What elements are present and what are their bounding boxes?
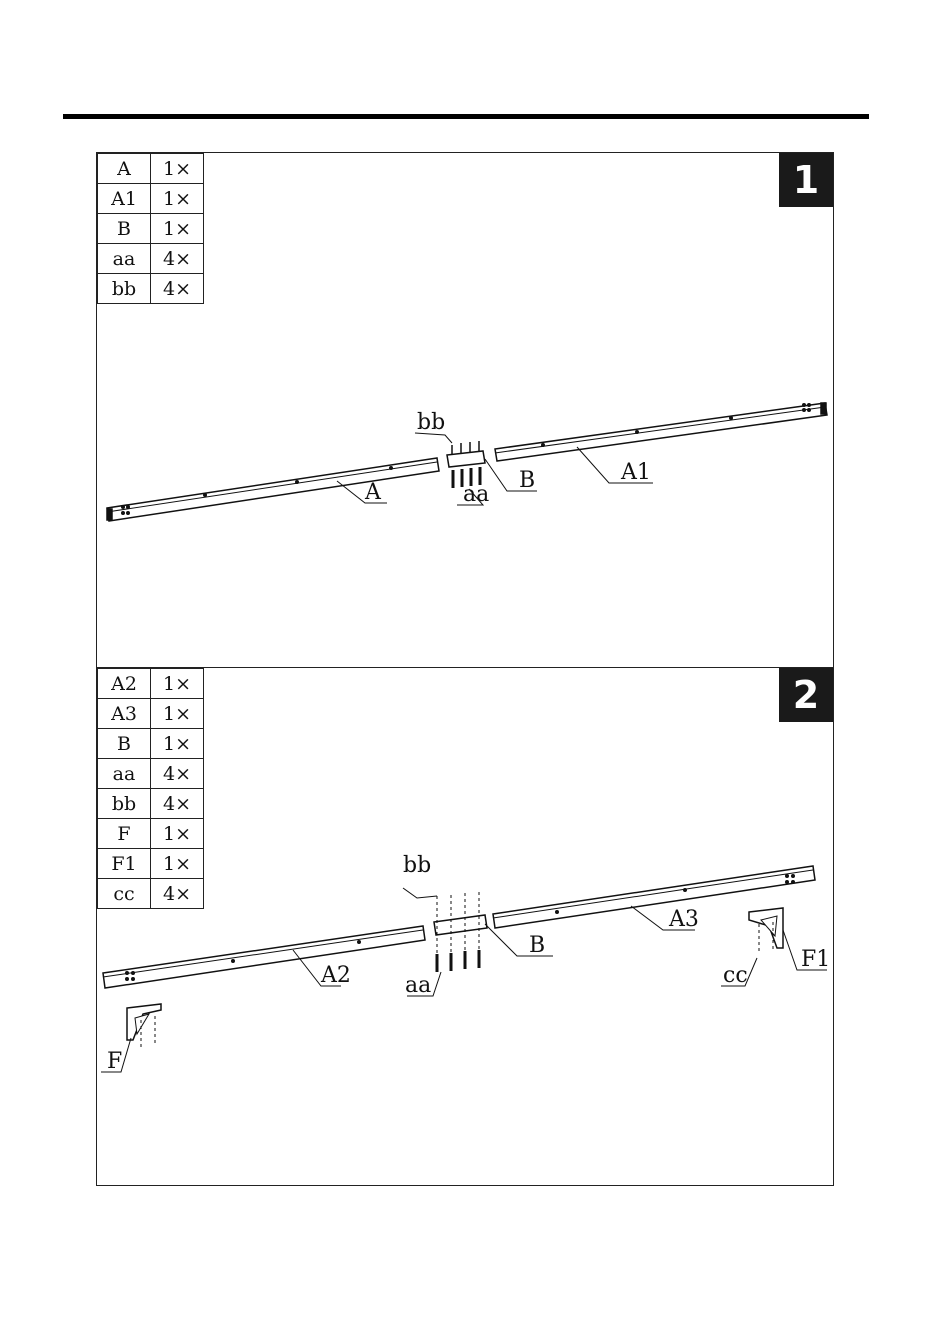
header-rule bbox=[63, 114, 869, 119]
callout-bb: bb bbox=[417, 410, 445, 435]
callout-aa: aa bbox=[405, 973, 431, 998]
callout-f1: F1 bbox=[801, 947, 830, 972]
callout-bb: bb bbox=[403, 853, 431, 878]
rail-a1 bbox=[495, 403, 827, 461]
callout-cc: cc bbox=[723, 963, 748, 988]
callout-a1: A1 bbox=[620, 460, 651, 485]
callout-a3: A3 bbox=[668, 907, 699, 932]
callout-a: A bbox=[364, 480, 382, 505]
callout-b: B bbox=[519, 468, 535, 493]
bracket-f bbox=[127, 1004, 161, 1040]
callout-f: F bbox=[107, 1049, 122, 1074]
callout-aa: aa bbox=[463, 482, 489, 507]
step-2-assembly-diagram: bb aa B A2 A3 cc F1 F bbox=[97, 668, 833, 1185]
callout-b: B bbox=[529, 933, 545, 958]
step-1-assembly-diagram: bb aa B A A1 bbox=[97, 153, 833, 667]
callout-a2: A2 bbox=[320, 963, 351, 988]
bracket-f1 bbox=[749, 908, 783, 948]
rail-a2 bbox=[103, 926, 425, 988]
screws-aa bbox=[437, 950, 479, 972]
